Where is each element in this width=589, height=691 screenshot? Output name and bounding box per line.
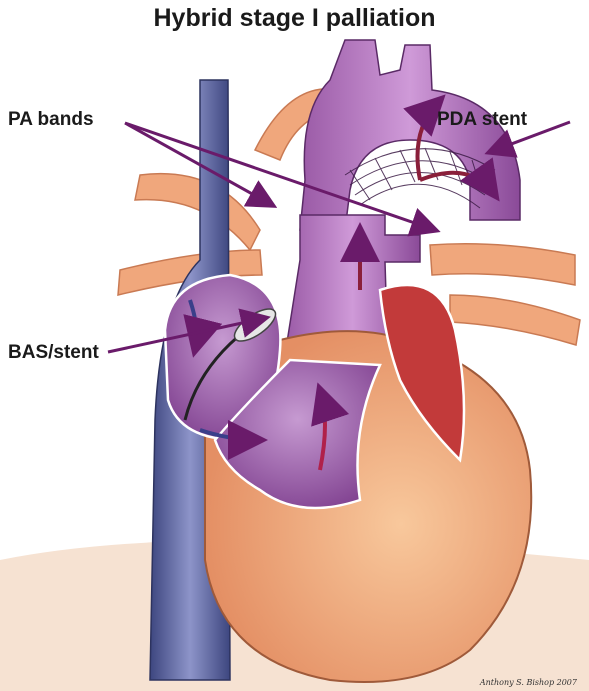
artist-signature: Anthony S. Bishop 2007 (480, 678, 577, 687)
bas-stent-label: BAS/stent (8, 342, 99, 364)
aortic-arch (300, 40, 520, 230)
pda-stent-label: PDA stent (437, 109, 527, 131)
pa-bands-label: PA bands (8, 109, 94, 131)
